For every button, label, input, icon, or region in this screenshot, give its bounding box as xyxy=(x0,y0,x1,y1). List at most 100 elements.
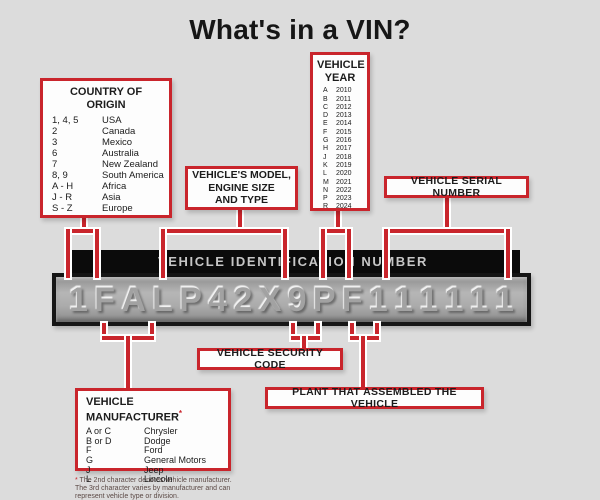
connector-model-bar xyxy=(161,229,287,233)
vin-character: 9 xyxy=(287,280,307,319)
country-of-origin-title: COUNTRY OF ORIGIN xyxy=(69,86,143,111)
table-row: 7 New Zealand xyxy=(43,159,169,170)
table-row: E 2014 xyxy=(313,120,367,128)
connector-country-bar xyxy=(66,229,99,233)
value-cell: General Motors xyxy=(144,455,207,466)
table-row: 8, 9 South America xyxy=(43,170,169,181)
footnote-marker: * xyxy=(178,408,183,418)
code-cell: 2 xyxy=(52,126,58,138)
connector-serial-stem xyxy=(445,196,449,231)
vehicle-security-code-label: VEHICLE SECURITY CODE xyxy=(216,347,324,371)
vin-character: 1 xyxy=(69,280,88,319)
value-cell: 2022 xyxy=(336,186,352,194)
value-cell: Canada xyxy=(102,126,136,138)
value-cell: New Zealand xyxy=(102,159,158,171)
code-cell: J - R xyxy=(52,192,73,204)
value-cell: 2023 xyxy=(336,195,352,203)
vin-character: P xyxy=(179,280,202,319)
connector-year-stem xyxy=(336,210,340,231)
footnote-line: represent vehicle type or division. xyxy=(75,493,179,500)
code-cell: M xyxy=(323,178,329,186)
code-cell: L xyxy=(323,170,327,178)
code-cell: R xyxy=(323,203,329,211)
value-cell: Asia xyxy=(102,192,121,204)
code-cell: K xyxy=(323,161,328,169)
vehicle-manufacturer-table: A or C Chrysler B or D Dodge F Ford G Ge… xyxy=(86,425,228,485)
table-row: G General Motors xyxy=(86,455,228,466)
value-cell: 2021 xyxy=(336,178,352,186)
vin-character: 1 xyxy=(394,280,414,319)
connector-security-stem xyxy=(302,336,306,350)
code-cell: G xyxy=(86,455,94,466)
assembly-plant-label: PLANT THAT ASSEMBLED THE VEHICLE xyxy=(292,386,457,410)
value-cell: South America xyxy=(102,170,164,182)
table-row: M 2021 xyxy=(313,179,367,187)
connector-country-stem xyxy=(82,216,86,231)
value-cell: Mexico xyxy=(102,137,133,149)
code-cell: 1, 4, 5 xyxy=(52,115,79,127)
connector-manufacturer-stem xyxy=(126,336,130,390)
value-cell: Africa xyxy=(102,181,127,193)
value-cell: Chrysler xyxy=(144,425,178,436)
callout-vehicle-manufacturer: VEHICLE MANUFACTURER* A or C Chrysler B … xyxy=(75,388,231,484)
value-cell: 2012 xyxy=(336,103,352,111)
vehicle-manufacturer-title: VEHICLE MANUFACTURER* xyxy=(86,396,228,424)
table-row: 1, 4, 5 USA xyxy=(43,115,169,126)
code-cell: E xyxy=(323,120,328,128)
table-row: N 2022 xyxy=(313,187,367,195)
value-cell: 2024 xyxy=(336,203,352,211)
table-row: F Ford xyxy=(86,446,228,456)
value-cell: Ford xyxy=(144,445,163,456)
connector-year-leg-right xyxy=(347,229,351,278)
code-cell: C xyxy=(323,103,329,111)
connector-year-bar xyxy=(321,229,351,233)
page-title: What's in a VIN? xyxy=(189,14,411,45)
vin-character: L xyxy=(152,280,173,319)
connector-serial-leg-left xyxy=(384,229,388,278)
value-cell: 2020 xyxy=(336,170,352,178)
connector-plant-stem xyxy=(361,336,365,389)
value-cell: 2011 xyxy=(336,95,352,103)
table-row: L 2020 xyxy=(313,170,367,178)
callout-vehicle-security-code: VEHICLE SECURITY CODE xyxy=(197,347,343,371)
table-row: L Lincoln xyxy=(86,475,228,485)
code-cell: P xyxy=(323,195,328,203)
table-row: R 2024 xyxy=(313,203,367,211)
vin-character: 1 xyxy=(495,280,514,319)
code-cell: A - H xyxy=(52,181,74,193)
vin-character: 2 xyxy=(233,280,253,319)
value-cell: Lincoln xyxy=(144,474,173,485)
code-cell: A or C xyxy=(86,425,112,436)
callout-vehicle-year: VEHICLE YEAR A 2010 B 2011 C 2012 xyxy=(310,52,370,211)
value-cell: Dodge xyxy=(144,435,171,446)
connector-security-leg-right xyxy=(316,323,320,340)
value-cell: Australia xyxy=(102,148,139,160)
connector-serial-bar xyxy=(384,229,510,233)
table-row: S - Z Europe xyxy=(43,203,169,214)
value-cell: Jeep xyxy=(144,464,164,475)
vin-character: X xyxy=(258,280,282,319)
connector-model-leg-right xyxy=(283,229,287,278)
vin-character: 1 xyxy=(419,280,439,319)
code-cell: S - Z xyxy=(52,203,73,215)
table-row: 2 Canada xyxy=(43,126,169,137)
value-cell: 2014 xyxy=(336,120,352,128)
table-row: B 2011 xyxy=(313,96,367,104)
connector-model-leg-left xyxy=(161,229,165,278)
vin-character: F xyxy=(94,280,115,319)
table-row: B or D Dodge xyxy=(86,435,228,447)
code-cell: 7 xyxy=(52,159,58,171)
code-cell: F xyxy=(323,128,328,136)
code-cell: N xyxy=(323,186,329,194)
connector-model-stem xyxy=(238,209,242,231)
value-cell: 2010 xyxy=(336,87,352,95)
code-cell: 3 xyxy=(52,137,58,149)
callout-assembly-plant: PLANT THAT ASSEMBLED THE VEHICLE xyxy=(265,386,484,410)
value-cell: USA xyxy=(102,115,122,127)
connector-country-leg-right xyxy=(95,229,99,278)
callout-vehicle-serial-number: VEHICLE SERIAL NUMBER xyxy=(384,175,529,199)
